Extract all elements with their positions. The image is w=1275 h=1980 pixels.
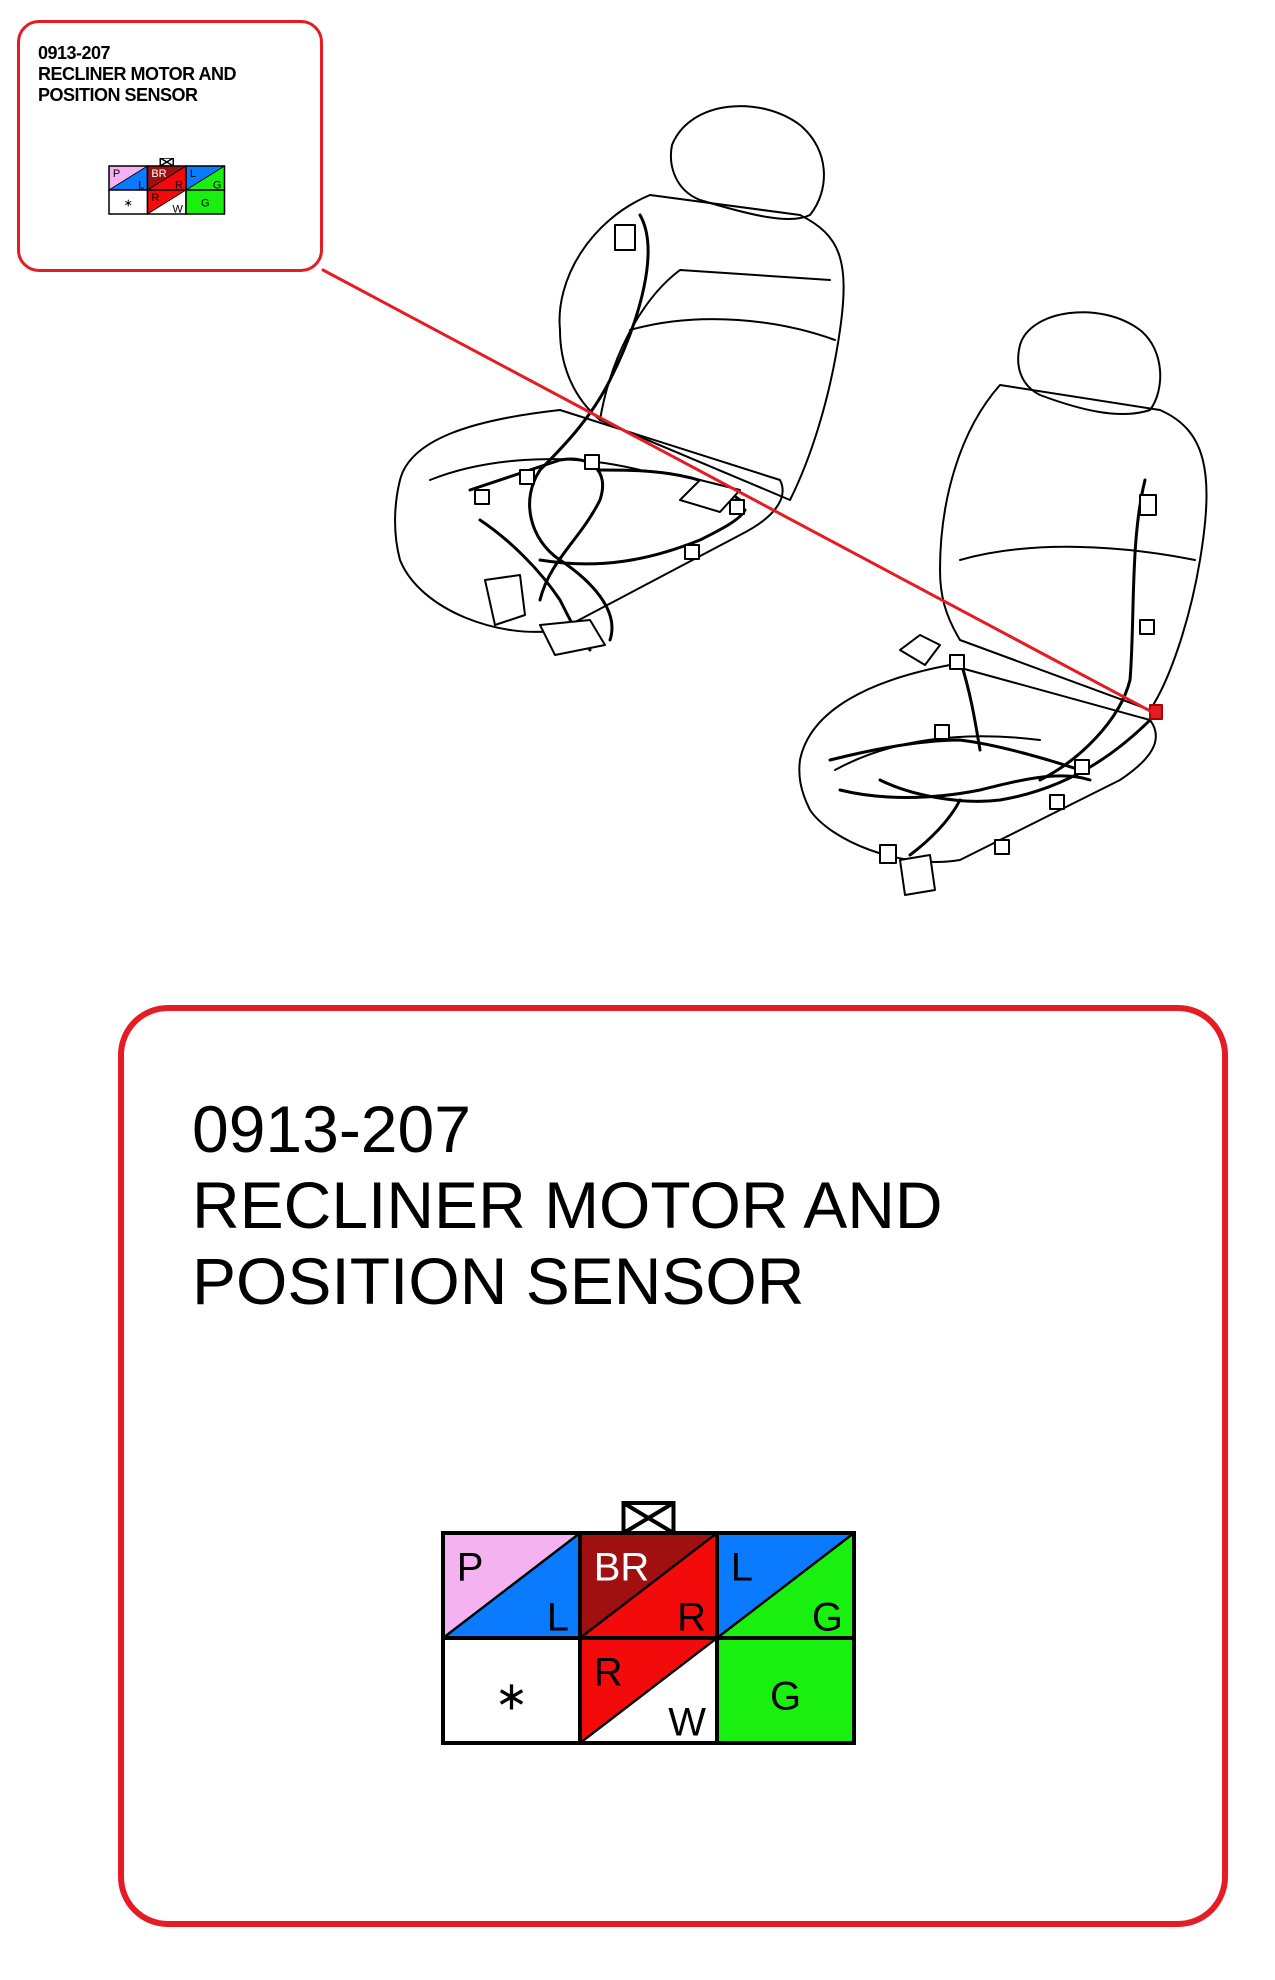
cavity-primary-label: G	[201, 197, 210, 209]
cavity-secondary-label: G	[812, 1596, 843, 1640]
cavity-divider	[579, 1637, 718, 1744]
connector-cavity-6: G	[715, 1636, 856, 1745]
cavity-primary-label: G	[770, 1674, 801, 1718]
cavity-divider	[442, 1532, 581, 1639]
cavity-border	[185, 189, 226, 215]
connector-cavity-2: BR R	[146, 165, 187, 191]
leader-line	[321, 268, 1154, 714]
cavity-divider	[147, 165, 187, 191]
right-seat	[798, 311, 1208, 896]
connector-callout-small: 0913-207 RECLINER MOTOR AND POSITION SEN…	[17, 20, 323, 272]
cavity-divider	[147, 189, 187, 215]
connector-name-line2: POSITION SENSOR	[192, 1244, 805, 1318]
cavity-divider	[108, 165, 148, 191]
cavity-secondary-label: R	[677, 1596, 706, 1640]
connector-code-small: 0913-207	[38, 43, 111, 63]
cavity-primary-label: P	[113, 168, 120, 180]
connector-cavity-3: LG	[185, 165, 226, 191]
cavity-primary-label: L	[190, 168, 196, 180]
cavity-primary-label: R	[151, 192, 159, 204]
cavity-primary-label: L	[731, 1545, 753, 1589]
cavity-primary-label: ∗	[495, 1674, 529, 1718]
cavity-primary-label: R	[594, 1650, 623, 1694]
cavity-primary-label: BR	[594, 1545, 650, 1589]
connector-name-line1: RECLINER MOTOR AND	[192, 1168, 943, 1242]
cavity-secondary-label: W	[173, 203, 184, 215]
connector-code: 0913-207	[192, 1092, 471, 1166]
cavity-divider	[579, 1532, 718, 1639]
cavity-primary-fill	[717, 1638, 854, 1743]
connector-cavity-5: RW	[578, 1636, 719, 1745]
connector-cavity-2: BR R	[578, 1531, 719, 1640]
connector-cavity-4: ∗	[441, 1636, 582, 1745]
cavity-primary-label: ∗	[124, 197, 133, 209]
connector-name-line2-small: POSITION SENSOR	[38, 85, 198, 105]
cavity-primary-fill	[186, 190, 225, 214]
box-x-icon-stroke	[622, 1501, 675, 1535]
seat-harness-illustration	[321, 105, 1208, 896]
cavity-primary-fill	[109, 190, 148, 214]
connector-cavity-5: RW	[146, 189, 187, 215]
cavity-border	[715, 1636, 856, 1745]
connector-cavity-3: LG	[715, 1531, 856, 1640]
cavity-secondary-label: R	[175, 179, 183, 191]
connector-cavity-1: PL	[108, 165, 149, 191]
connector-cavity-4: ∗	[108, 189, 149, 215]
cavity-primary-label: BR	[151, 168, 166, 180]
box-x-icon-stroke	[159, 158, 174, 167]
cavity-secondary-label: G	[213, 179, 222, 191]
cavity-divider	[716, 1532, 855, 1639]
cavity-secondary-label: W	[668, 1701, 706, 1745]
connector-callout-large: 0913-207 RECLINER MOTOR AND POSITION SEN…	[118, 1005, 1228, 1927]
connector-cavity-1: PL	[441, 1531, 582, 1640]
cavity-primary-fill	[443, 1638, 580, 1743]
left-seat	[394, 105, 845, 656]
cavity-primary-label: P	[457, 1545, 484, 1589]
cavity-secondary-label: L	[547, 1596, 569, 1640]
connector-cavity-6: G	[185, 189, 226, 215]
cavity-secondary-label: L	[138, 179, 144, 191]
cavity-divider	[185, 165, 225, 191]
connector-name-line1-small: RECLINER MOTOR AND	[38, 64, 237, 84]
